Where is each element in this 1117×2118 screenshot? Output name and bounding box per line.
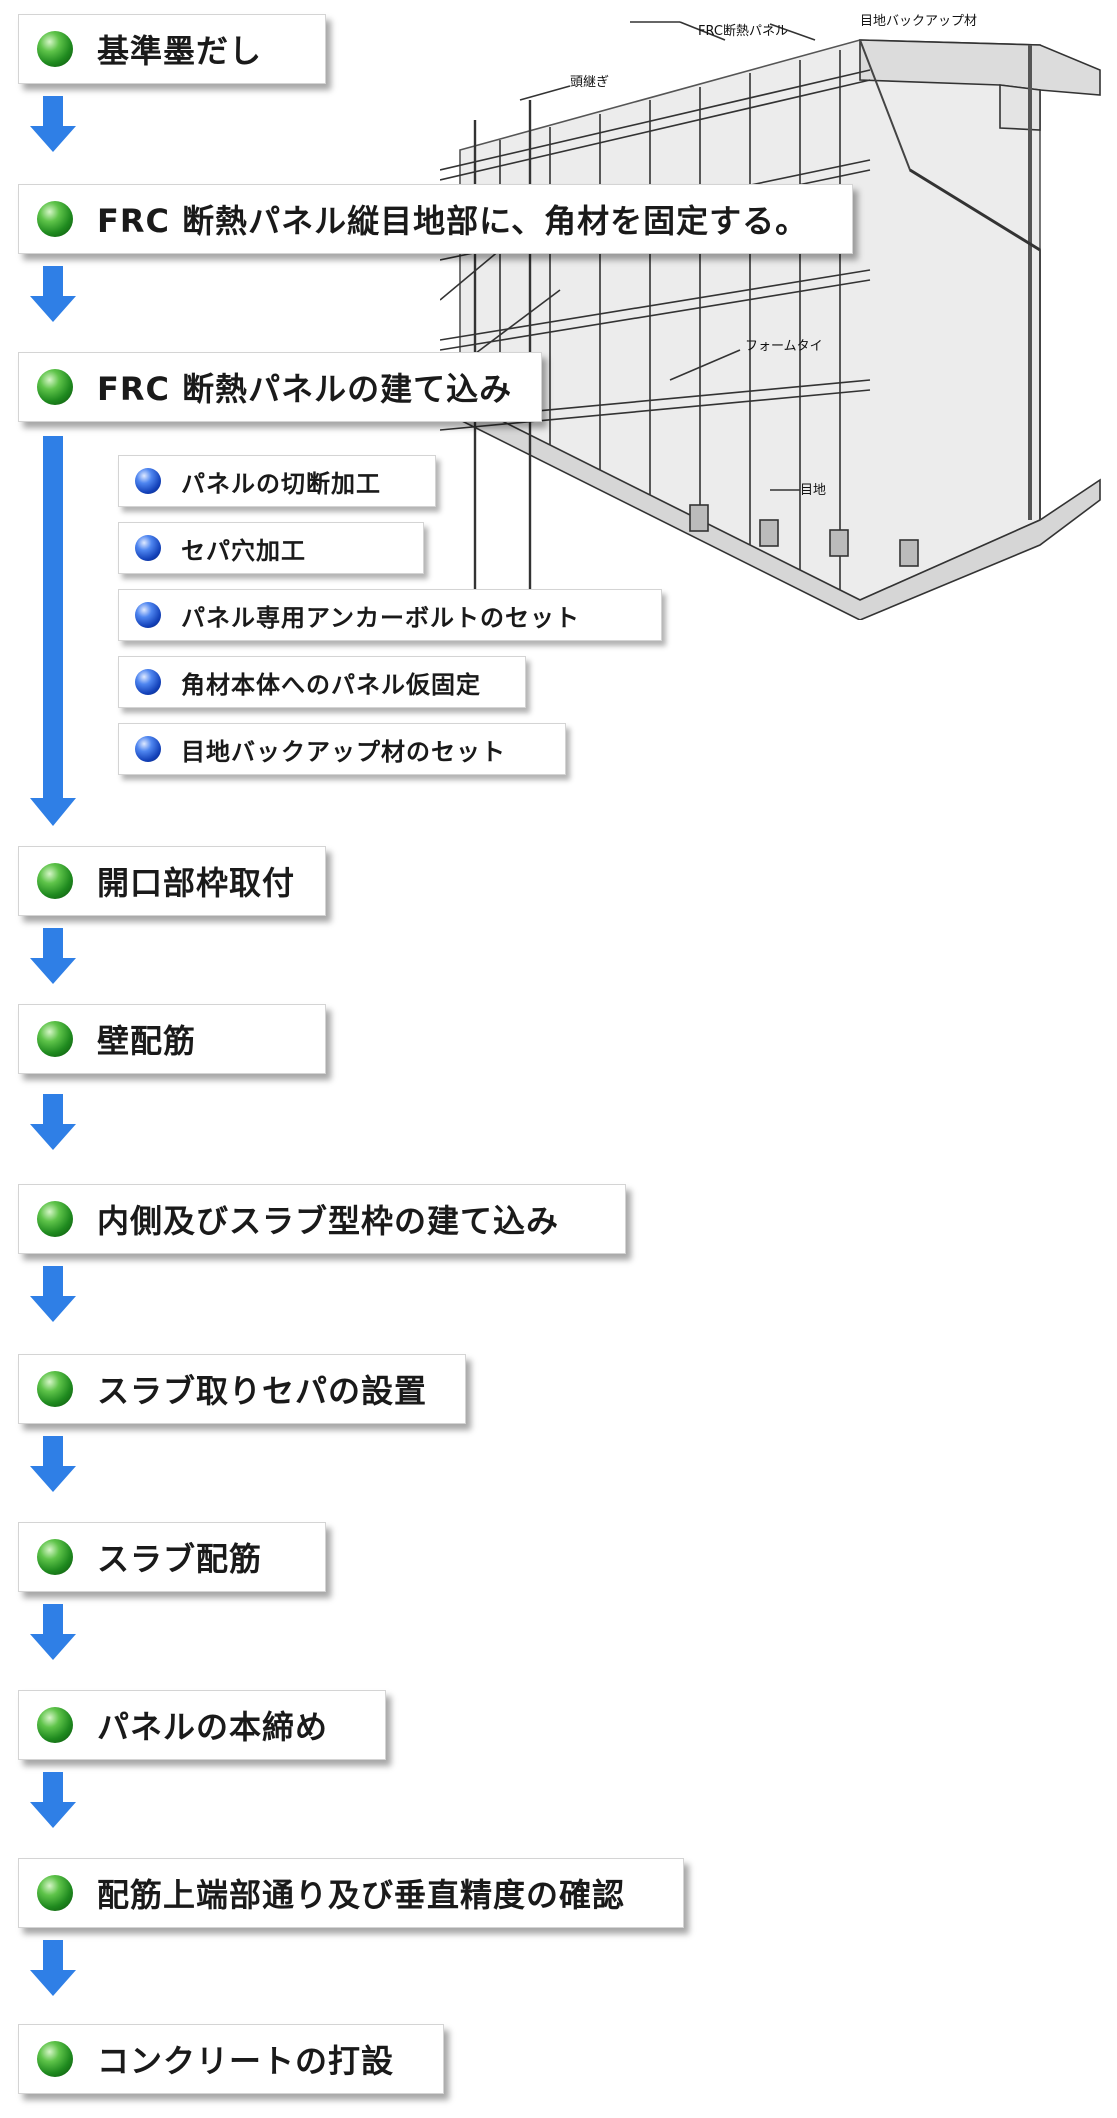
step-bullet-icon bbox=[37, 1539, 73, 1575]
arrow-down-icon bbox=[30, 96, 76, 152]
step-bullet-icon bbox=[37, 1371, 73, 1407]
step-bullet-icon bbox=[37, 31, 73, 67]
substep-3: パネル専用アンカーボルトのセット bbox=[118, 589, 662, 641]
substep-label: 角材本体へのパネル仮固定 bbox=[181, 670, 481, 699]
step-label: FRC 断熱パネル縦目地部に、角材を固定する。 bbox=[97, 202, 809, 240]
substep-bullet-icon bbox=[135, 602, 161, 628]
step-label: 壁配筋 bbox=[97, 1022, 197, 1060]
substep-bullet-icon bbox=[135, 736, 161, 762]
formwork-illustration: FRC断熱パネル 目地バックアップ材 頭継ぎ 角材 フォームタイ 目地 bbox=[440, 14, 1101, 620]
step-label: 配筋上端部通り及び垂直精度の確認 bbox=[97, 1876, 626, 1914]
callout-backup: 目地バックアップ材 bbox=[860, 14, 977, 29]
arrow-down-icon bbox=[30, 1436, 76, 1492]
callout-frc-panel: FRC断熱パネル bbox=[698, 24, 788, 39]
arrow-down-icon bbox=[30, 928, 76, 984]
substep-label: セパ穴加工 bbox=[181, 536, 306, 565]
step-bullet-icon bbox=[37, 201, 73, 237]
arrow-down-icon bbox=[30, 1940, 76, 1996]
step-11: コンクリートの打設 bbox=[18, 2024, 444, 2094]
step-1: 基準墨だし bbox=[18, 14, 326, 84]
step-5: 壁配筋 bbox=[18, 1004, 326, 1074]
step-label: 基準墨だし bbox=[97, 32, 263, 70]
step-label: FRC 断熱パネルの建て込み bbox=[97, 370, 513, 408]
step-3: FRC 断熱パネルの建て込み bbox=[18, 352, 542, 422]
arrow-down-icon bbox=[30, 1772, 76, 1828]
step-6: 内側及びスラブ型枠の建て込み bbox=[18, 1184, 626, 1254]
step-label: パネルの本締め bbox=[97, 1708, 329, 1746]
arrow-down-icon bbox=[30, 266, 76, 322]
step-10: 配筋上端部通り及び垂直精度の確認 bbox=[18, 1858, 684, 1928]
step-7: スラブ取りセパの設置 bbox=[18, 1354, 466, 1424]
step-label: 開口部枠取付 bbox=[97, 864, 296, 902]
substep-bullet-icon bbox=[135, 535, 161, 561]
step-label: 内側及びスラブ型枠の建て込み bbox=[97, 1202, 560, 1240]
substep-label: パネル専用アンカーボルトのセット bbox=[181, 603, 581, 632]
step-bullet-icon bbox=[37, 863, 73, 899]
substep-1: パネルの切断加工 bbox=[118, 455, 436, 507]
callout-joint: 目地 bbox=[800, 483, 826, 498]
step-label: コンクリートの打設 bbox=[97, 2042, 395, 2080]
step-label: スラブ配筋 bbox=[97, 1540, 263, 1578]
step-bullet-icon bbox=[37, 1021, 73, 1057]
callout-form-tie: フォームタイ bbox=[745, 339, 823, 354]
substep-label: 目地バックアップ材のセット bbox=[181, 737, 506, 766]
arrow-down-icon bbox=[30, 1094, 76, 1150]
step-bullet-icon bbox=[37, 369, 73, 405]
substep-2: セパ穴加工 bbox=[118, 522, 424, 574]
long-arrow-down-icon bbox=[30, 436, 76, 826]
step-bullet-icon bbox=[37, 1201, 73, 1237]
substep-4: 角材本体へのパネル仮固定 bbox=[118, 656, 526, 708]
substep-bullet-icon bbox=[135, 669, 161, 695]
callout-head-joint: 頭継ぎ bbox=[570, 75, 609, 90]
substep-label: パネルの切断加工 bbox=[181, 469, 381, 498]
substep-5: 目地バックアップ材のセット bbox=[118, 723, 566, 775]
substep-bullet-icon bbox=[135, 468, 161, 494]
step-2: FRC 断熱パネル縦目地部に、角材を固定する。 bbox=[18, 184, 853, 254]
arrow-down-icon bbox=[30, 1604, 76, 1660]
step-4: 開口部枠取付 bbox=[18, 846, 326, 916]
step-8: スラブ配筋 bbox=[18, 1522, 326, 1592]
step-9: パネルの本締め bbox=[18, 1690, 386, 1760]
step-bullet-icon bbox=[37, 1875, 73, 1911]
step-bullet-icon bbox=[37, 1707, 73, 1743]
arrow-down-icon bbox=[30, 1266, 76, 1322]
step-label: スラブ取りセパの設置 bbox=[97, 1372, 428, 1410]
step-bullet-icon bbox=[37, 2041, 73, 2077]
